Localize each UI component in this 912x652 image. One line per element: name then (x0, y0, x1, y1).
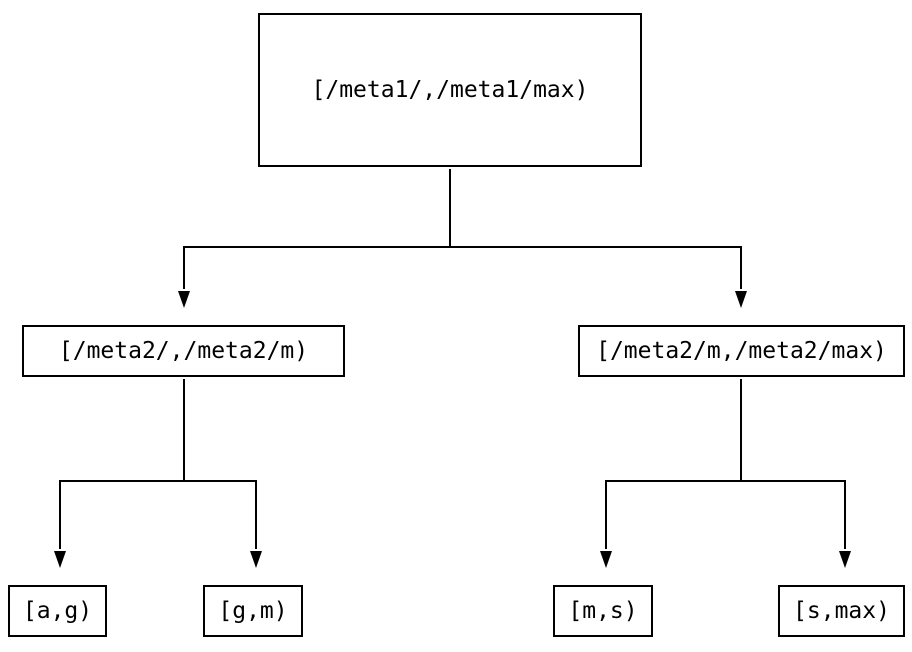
arrow-down-icon (250, 551, 262, 568)
arrow-down-icon (54, 551, 66, 568)
node-root: [/meta1/,/meta1/max) (258, 13, 642, 167)
node-leaf-s-max-label: [s,max) (793, 597, 890, 624)
node-leaf-m-s-label: [m,s) (568, 597, 638, 624)
node-meta2-high: [/meta2/m,/meta2/max) (578, 325, 905, 377)
arrow-down-icon (735, 291, 747, 308)
arrow-down-icon (178, 291, 190, 308)
node-meta2-high-label: [/meta2/m,/meta2/max) (596, 337, 887, 364)
edge-left-rail (59, 480, 257, 549)
node-leaf-a-g: [a,g) (8, 585, 107, 637)
node-meta2-low: [/meta2/,/meta2/m) (22, 325, 345, 377)
arrow-down-icon (839, 551, 851, 568)
arrow-down-icon (600, 551, 612, 568)
node-meta2-low-label: [/meta2/,/meta2/m) (58, 337, 309, 364)
node-leaf-g-m: [g,m) (203, 585, 303, 637)
node-leaf-s-max: [s,max) (778, 585, 905, 637)
edge-right-rail (605, 480, 846, 549)
node-leaf-m-s: [m,s) (553, 585, 653, 637)
node-root-label: [/meta1/,/meta1/max) (311, 76, 589, 103)
node-leaf-g-m-label: [g,m) (218, 597, 288, 624)
edge-root-rail (183, 246, 742, 289)
node-leaf-a-g-label: [a,g) (22, 597, 93, 624)
